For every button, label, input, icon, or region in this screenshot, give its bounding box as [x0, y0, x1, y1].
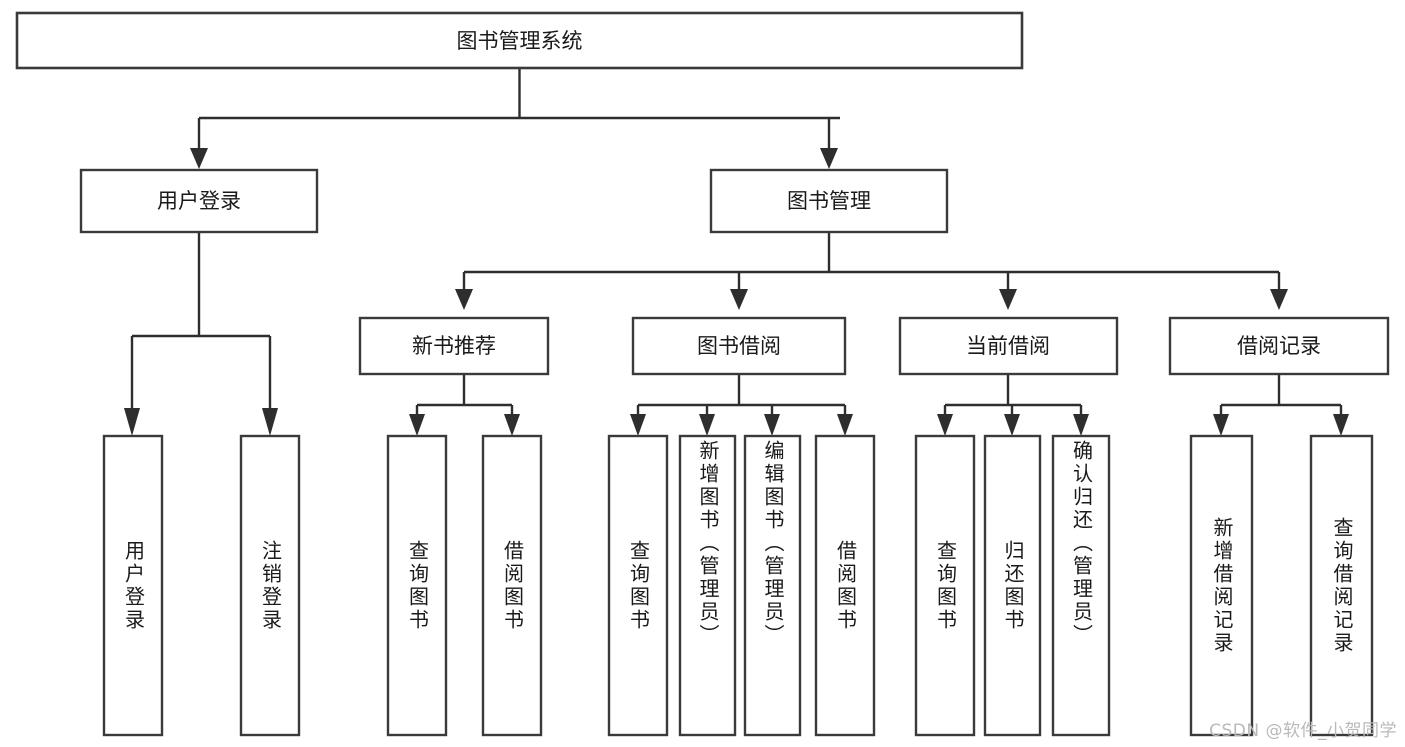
node-current-borrow-label: 当前借阅	[966, 334, 1050, 358]
node-new-book-recommend-label: 新书推荐	[412, 334, 496, 358]
connector-group-borrow-record-leaves	[1213, 374, 1349, 436]
arrow-head-current-borrow	[999, 289, 1017, 310]
node-new-book-recommend-box[interactable]	[358, 316, 550, 376]
leaf-box-book-borrow-1[interactable]	[678, 434, 737, 737]
arrow-head-leaf-book-borrow-3	[837, 414, 853, 436]
node-book-borrow[interactable]: 图书借阅	[631, 316, 847, 376]
arrow-head-leaf-book-borrow-0	[630, 414, 646, 436]
connector-group-book-borrow-leaves	[630, 374, 853, 436]
node-root-label: 图书管理系统	[457, 29, 583, 53]
arrow-head-leaf-new-book-1	[504, 414, 520, 436]
connector-group-new-book-leaves	[409, 374, 520, 436]
connector-group-user-login-leaves	[124, 232, 278, 436]
leaf-box-new-book-1[interactable]	[481, 434, 543, 737]
arrow-head-leaf-user-login-0	[124, 408, 140, 436]
leaf-box-user-login-0[interactable]	[102, 434, 164, 737]
arrow-head-leaf-borrow-record-1	[1333, 414, 1349, 436]
node-borrow-record[interactable]: 借阅记录	[1168, 316, 1390, 376]
leaf-box-book-borrow-3[interactable]	[814, 434, 876, 737]
arrow-head-leaf-current-borrow-1	[1004, 414, 1020, 436]
node-book-borrow-label: 图书借阅	[697, 334, 781, 358]
node-current-borrow-box[interactable]	[898, 316, 1119, 376]
connector-group-book-manage	[455, 232, 1288, 310]
node-current-borrow[interactable]: 当前借阅	[898, 316, 1119, 376]
arrow-head-leaf-current-borrow-2	[1073, 414, 1089, 436]
leaf-box-book-borrow-0[interactable]	[607, 434, 669, 737]
leaf-box-borrow-record-0[interactable]	[1189, 434, 1254, 737]
node-root[interactable]: 图书管理系统	[15, 11, 1024, 70]
node-root-box[interactable]	[15, 11, 1024, 70]
arrow-head-leaf-book-borrow-1	[699, 414, 715, 436]
arrow-head-leaf-user-login-1	[262, 408, 278, 436]
node-book-borrow-box[interactable]	[631, 316, 847, 376]
node-user-login[interactable]: 用户登录	[79, 168, 319, 234]
node-user-login-label: 用户登录	[157, 189, 241, 213]
node-borrow-record-box[interactable]	[1168, 316, 1390, 376]
node-user-login-box[interactable]	[79, 168, 319, 234]
connector-group-current-borrow-leaves	[937, 374, 1089, 436]
arrow-head-leaf-current-borrow-0	[937, 414, 953, 436]
node-new-book-recommend[interactable]: 新书推荐	[358, 316, 550, 376]
leaf-box-borrow-record-1[interactable]	[1309, 434, 1374, 737]
leaf-box-book-borrow-2[interactable]	[743, 434, 802, 737]
arrow-head-new-book	[455, 289, 473, 310]
arrow-head-book-borrow	[730, 289, 748, 310]
arrow-head-book-manage	[820, 148, 838, 169]
arrow-head-borrow-record	[1270, 289, 1288, 310]
leaf-box-current-borrow-1[interactable]	[983, 434, 1042, 737]
arrow-head-leaf-book-borrow-2	[764, 414, 780, 436]
leaf-box-current-borrow-2[interactable]	[1051, 434, 1111, 737]
node-borrow-record-label: 借阅记录	[1237, 334, 1321, 358]
leaf-box-new-book-0[interactable]	[386, 434, 448, 737]
node-book-manage-box[interactable]	[709, 168, 949, 234]
arrow-head-user-login	[190, 148, 208, 169]
leaf-box-user-login-1[interactable]	[239, 434, 301, 737]
node-book-manage[interactable]: 图书管理	[709, 168, 949, 234]
leaf-box-current-borrow-0[interactable]	[914, 434, 976, 737]
connector-group-root	[190, 68, 840, 169]
arrow-head-leaf-new-book-0	[409, 414, 425, 436]
arrow-head-leaf-borrow-record-0	[1213, 414, 1229, 436]
node-book-manage-label: 图书管理	[787, 189, 871, 213]
